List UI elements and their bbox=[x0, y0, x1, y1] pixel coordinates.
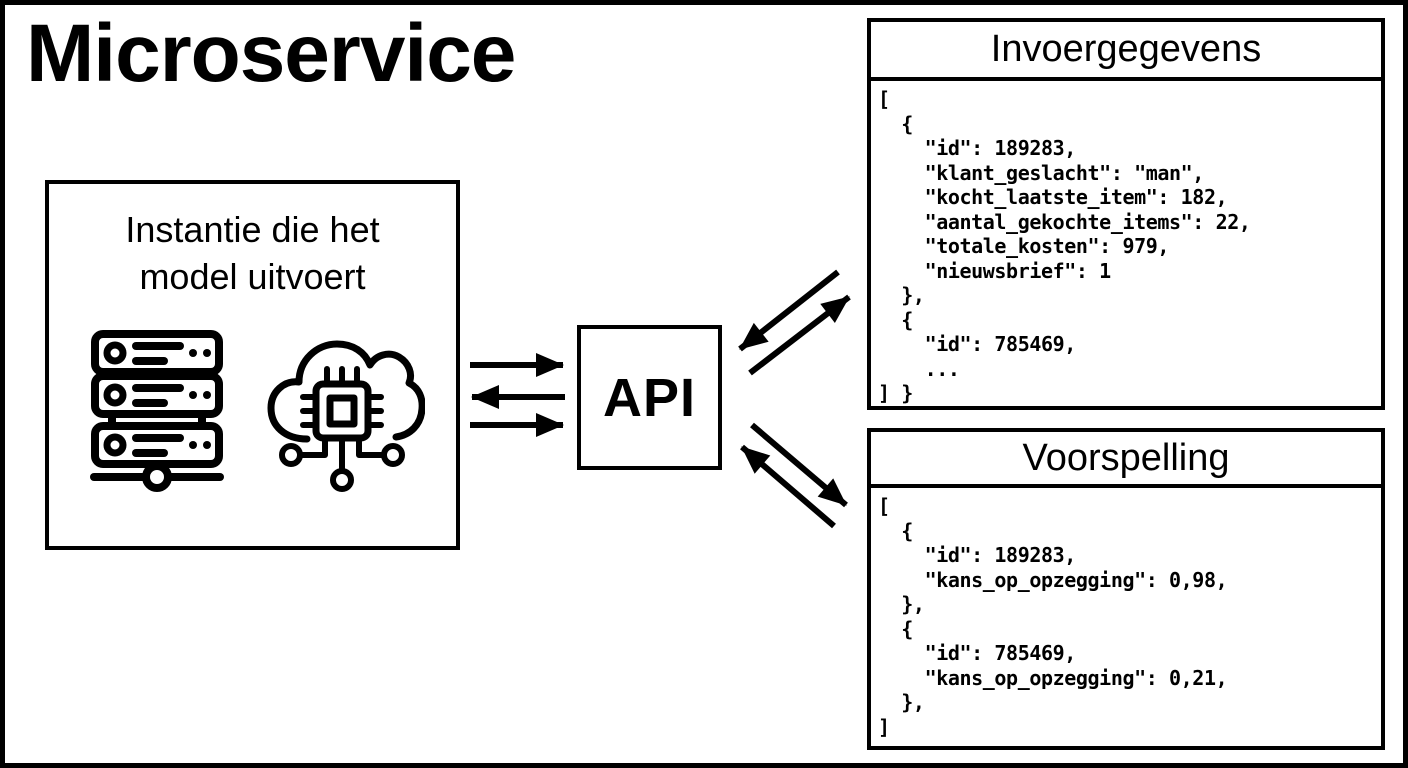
prediction-panel: Voorspelling [ { "id": 189283, "kans_op_… bbox=[867, 428, 1385, 750]
input-panel-title: Invoergegevens bbox=[871, 22, 1381, 81]
api-box-label: API bbox=[602, 367, 697, 428]
prediction-panel-code: [ { "id": 189283, "kans_op_opzegging": 0… bbox=[878, 494, 1228, 739]
input-panel: Invoergegevens [ { "id": 189283, "klant_… bbox=[867, 18, 1385, 410]
instance-label-line2: model uitvoert bbox=[139, 256, 366, 297]
arrow-api-to-input bbox=[748, 294, 851, 376]
instance-box: Instantie die het model uitvoert bbox=[45, 180, 460, 550]
instance-box-label: Instantie die het model uitvoert bbox=[49, 206, 456, 300]
input-panel-code: [ { "id": 189283, "klant_geslacht": "man… bbox=[878, 87, 1251, 405]
arrow-input-to-api bbox=[738, 269, 840, 352]
server-rack-icon bbox=[90, 330, 224, 492]
page-title: Microservice bbox=[26, 8, 516, 99]
arrow-prediction-to-api bbox=[740, 444, 836, 529]
arrow-api-to-prediction bbox=[750, 422, 848, 508]
cloud-chip-icon bbox=[267, 340, 425, 492]
api-box: API bbox=[577, 325, 722, 470]
prediction-panel-title: Voorspelling bbox=[871, 432, 1381, 488]
instance-label-line1: Instantie die het bbox=[125, 209, 380, 250]
